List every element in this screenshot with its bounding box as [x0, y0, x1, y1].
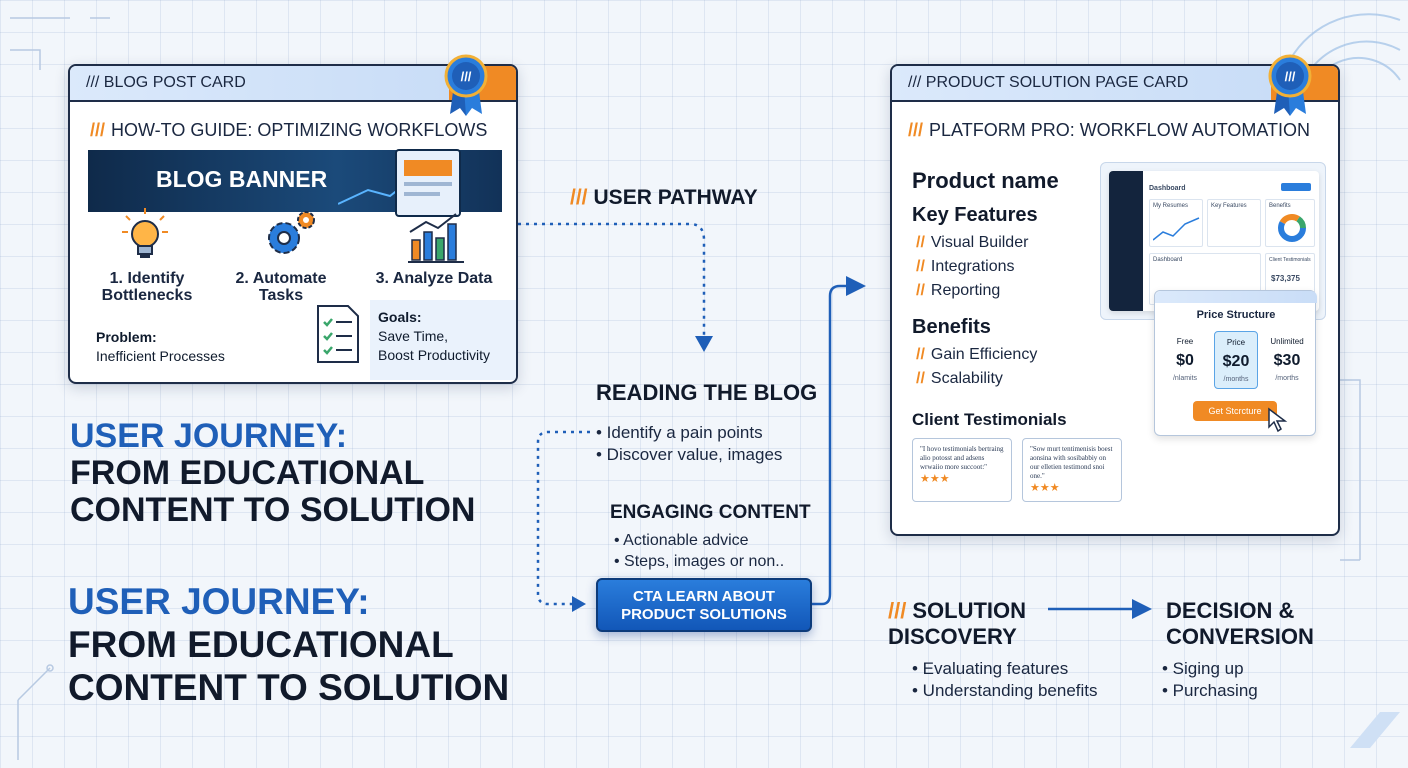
reading-blog-list: • Identify a pain points • Discover valu… [596, 423, 783, 464]
dashboard-preview: Dashboard My Resumes Key Features Benefi… [1100, 162, 1326, 320]
gear-icon [268, 211, 315, 254]
journey-title-primary: USER JOURNEY: FROM EDUCATIONAL CONTENT T… [70, 417, 476, 529]
goals-block: Goals: Save Time, Boost Productivity [370, 300, 516, 380]
key-features-title: Key Features [912, 204, 1038, 226]
pathway-arrowhead [695, 336, 713, 352]
banner-document-icon [395, 149, 461, 217]
blog-card-subtitle: ///HOW-TO GUIDE: OPTIMIZING WORKFLOWS [90, 120, 488, 140]
journey-title-secondary: USER JOURNEY: FROM EDUCATIONAL CONTENT T… [68, 581, 510, 708]
step-automate: 2. Automate Tasks [235, 270, 327, 304]
pathway-connector [518, 222, 706, 340]
phase-solution-discovery-title: ///SOLUTION DISCOVERY [888, 598, 1027, 649]
corner-decoration [1350, 712, 1400, 748]
lightbulb-icon [122, 208, 168, 258]
price-structure-card: Price Structure Free $0 /nlamits Price $… [1154, 290, 1317, 436]
testimonial-card: "Sow murt tentimenisis boest aonsina wit… [1022, 438, 1122, 502]
tech-lines-decoration [10, 17, 1361, 760]
blog-card-header: /// BLOG POST CARD [70, 66, 516, 102]
benefit-item: //Gain Efficiency [916, 346, 1038, 363]
price-tier-pro[interactable]: Price $20 /months [1214, 331, 1258, 389]
product-card-subtitle: ///PLATFORM PRO: WORKFLOW AUTOMATION [908, 120, 1311, 140]
cta-learn-product-button[interactable]: CTA LEARN ABOUT PRODUCT SOLUTIONS [596, 578, 812, 632]
checklist-icon [317, 305, 359, 363]
feature-item: //Integrations [916, 258, 1015, 275]
feature-item: //Reporting [916, 282, 1001, 299]
reading-blog-title: READING THE BLOG [596, 380, 818, 405]
dashboard-panel: My Resumes [1149, 199, 1203, 247]
user-pathway-label: ///USER PATHWAY [570, 186, 758, 209]
engaging-content-list: • Actionable advice • Steps, images or n… [614, 532, 785, 570]
benefit-item: //Scalability [916, 370, 1003, 387]
testimonial-card: "I hovo testimonials bertraing alio poto… [912, 438, 1012, 502]
testimonials-title: Client Testimonials [912, 410, 1067, 429]
product-name: Product name [912, 168, 1059, 193]
phase-decision-conversion-list: • Siging up • Purchasing [1162, 659, 1258, 700]
problem-block: Problem: Inefficient Processes [96, 329, 225, 364]
benefits-title: Benefits [912, 316, 991, 338]
dashboard-panel: Key Features [1207, 199, 1261, 247]
svg-text:///: /// [461, 69, 472, 84]
dashboard-sidebar [1109, 171, 1143, 311]
cursor-icon [1268, 407, 1288, 433]
step-identify: 1. Identify Bottlenecks [101, 270, 193, 304]
get-started-button[interactable]: Get Stcrcture [1193, 401, 1277, 421]
ribbon-badge-icon: /// [1268, 54, 1312, 116]
loop-connector [536, 430, 590, 606]
loop-arrowhead [572, 596, 586, 612]
step-analyze: 3. Analyze Data [375, 270, 493, 287]
rating-stars-icon: ★★★ [920, 473, 950, 485]
product-solution-card: /// PRODUCT SOLUTION PAGE CARD ///PLATFO… [890, 64, 1340, 536]
engaging-content-title: ENGAGING CONTENT [610, 502, 811, 523]
feature-item: //Visual Builder [916, 234, 1029, 251]
donut-chart-icon [1278, 214, 1306, 242]
blog-post-card: /// BLOG POST CARD ///HOW-TO GUIDE: OPTI… [68, 64, 518, 384]
rating-stars-icon: ★★★ [1030, 482, 1060, 494]
bar-chart-icon [408, 213, 464, 263]
svg-text:///: /// [1285, 69, 1296, 84]
product-card-header: /// PRODUCT SOLUTION PAGE CARD [892, 66, 1338, 102]
price-structure-title: Price Structure [1196, 309, 1276, 321]
price-tier-unlimited[interactable]: Unlimited $30 /morths [1270, 337, 1304, 382]
blog-banner: BLOG BANNER [88, 149, 502, 217]
ribbon-badge-icon: /// [444, 54, 488, 116]
cta-to-product-connector [812, 276, 866, 606]
dashboard-panel: Benefits [1265, 199, 1315, 247]
phase-decision-conversion-title: DECISION & CONVERSION [1166, 598, 1314, 649]
phase-solution-discovery-list: • Evaluating features • Understanding be… [912, 659, 1098, 700]
price-tier-free[interactable]: Free $0 /nlamits [1172, 337, 1198, 382]
line-chart-icon [1153, 217, 1200, 241]
dashboard-action-button [1281, 183, 1311, 191]
